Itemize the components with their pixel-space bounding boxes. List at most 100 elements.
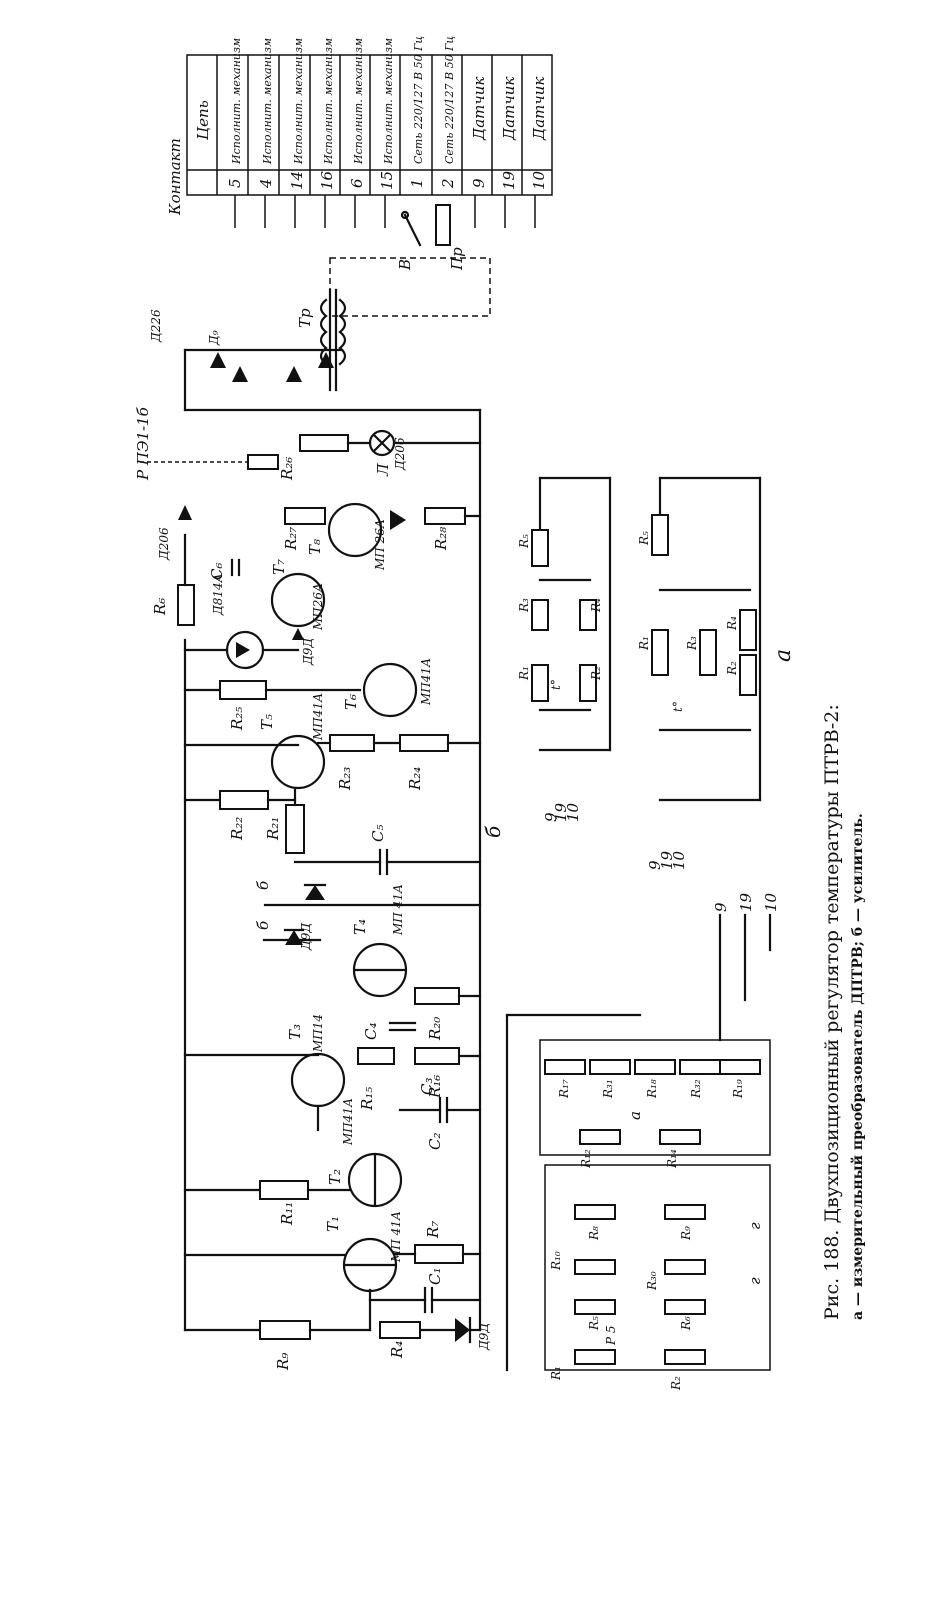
label-t2-type: МП41А <box>341 1098 355 1146</box>
label-converter: а <box>771 649 796 662</box>
label-d5: Д9Д <box>301 638 315 666</box>
resistor-r16 <box>414 1047 460 1065</box>
table-contact-8: 9 <box>470 178 488 188</box>
resistor-r7 <box>414 1244 464 1264</box>
diode-d9 <box>232 366 248 382</box>
label-b1: б <box>254 920 272 930</box>
label-d2: Д9Д <box>299 923 313 951</box>
table-contact-3: 16 <box>318 170 336 190</box>
label-br19: R₁₉ <box>731 1079 745 1099</box>
resistor-r14 <box>659 1129 701 1145</box>
label-br31: R₃₁ <box>601 1079 615 1099</box>
label-relay: Р ПЭ1-1б <box>134 406 152 481</box>
label-s2-9: 9 <box>646 860 664 870</box>
mains-enclosure <box>329 257 491 317</box>
label-t8: T₈ <box>306 539 324 555</box>
label-br32: R₃₂ <box>689 1079 703 1099</box>
table-circuit-4: Исполнит. механизм <box>352 38 365 165</box>
label-r7: R₇ <box>424 1221 442 1239</box>
label-t4: T₄ <box>351 919 369 935</box>
label-br1: R₁ <box>549 1366 563 1381</box>
zener-d4-symbol <box>236 642 250 658</box>
contact-wires <box>234 195 536 228</box>
label-r4: R₄ <box>388 1341 406 1359</box>
label-s1-t: t° <box>549 679 563 690</box>
label-s2-r1: R₁ <box>637 636 651 651</box>
resistor-r11 <box>259 1180 309 1200</box>
label-c4: C₄ <box>362 1023 380 1041</box>
resistor-r22 <box>219 790 269 810</box>
table-circuit-3: Исполнит. механизм <box>322 38 335 165</box>
label-t3-type: МП14 <box>311 1014 325 1053</box>
label-node-a: а <box>626 1111 644 1120</box>
label-t5-type: МП41А <box>311 693 325 741</box>
label-d8: Д226 <box>149 309 163 343</box>
resistor-r31 <box>589 1059 631 1075</box>
resistor-r15 <box>357 1047 395 1065</box>
diode-d5 <box>292 628 304 640</box>
label-r9: R₉ <box>274 1353 292 1371</box>
label-br9: R₉ <box>679 1226 693 1241</box>
label-br14: R₁₄ <box>665 1149 679 1169</box>
table-circuit-9: Датчик <box>500 77 518 141</box>
label-s10: 10 <box>762 892 780 912</box>
label-r27: R₂₇ <box>282 527 300 551</box>
label-br6: R₆ <box>679 1316 693 1331</box>
label-br10: R₁₀ <box>549 1251 563 1271</box>
resistor-r9b <box>664 1204 706 1220</box>
label-r24: R₂₄ <box>406 767 424 791</box>
label-lamp: Л <box>374 463 392 477</box>
label-t5: T₅ <box>258 714 276 730</box>
transistor-t5 <box>270 734 326 790</box>
diode-d1 <box>455 1318 470 1342</box>
label-tr: Тр <box>296 308 314 328</box>
resistor-r4 <box>379 1321 421 1339</box>
label-s19: 19 <box>737 892 755 912</box>
lamp-x2 <box>372 433 392 453</box>
resistor-r9 <box>259 1320 311 1340</box>
resistor-r2b <box>664 1349 706 1365</box>
table-circuit-7: Сеть 220/127 В 50 Гц <box>443 36 456 164</box>
label-d4: Д814А <box>211 573 225 616</box>
diode-d8 <box>210 352 226 368</box>
contact-table <box>186 54 553 196</box>
label-t3: T₃ <box>286 1024 304 1040</box>
label-r20: R₂₀ <box>426 1017 444 1041</box>
label-br5: R₅ <box>587 1316 601 1331</box>
label-c1: C₁ <box>426 1268 444 1286</box>
label-r16: R₁₆ <box>426 1075 444 1099</box>
label-t6-type: МП41А <box>419 658 433 706</box>
resistor-r6 <box>177 584 195 626</box>
label-r11: R₁₁ <box>278 1202 296 1226</box>
diode-d7 <box>390 510 406 530</box>
label-c6: C₆ <box>208 563 226 581</box>
label-s1-r1: R₁ <box>517 666 531 681</box>
table-contact-9: 19 <box>500 170 518 190</box>
label-s2-t: t° <box>671 701 685 712</box>
label-t2: T₂ <box>326 1169 344 1185</box>
diode-d2 <box>285 930 303 945</box>
resistor-r17 <box>544 1059 586 1075</box>
converter-block-1 <box>531 476 612 752</box>
switch-v-pivot <box>400 210 410 220</box>
label-t6: T₆ <box>342 694 360 710</box>
table-contact-7: 2 <box>439 178 457 189</box>
resistor-r25 <box>219 680 267 700</box>
diode-d6 <box>178 505 192 520</box>
table-contact-5: 15 <box>378 171 396 190</box>
label-s1-r3: R₃ <box>517 598 531 613</box>
resistor-r20 <box>414 987 460 1005</box>
label-c5: C₅ <box>369 825 387 843</box>
transistor-t8 <box>327 502 383 558</box>
relay-p-coil <box>247 454 279 470</box>
resistor-r27 <box>284 507 326 525</box>
resistor-r12 <box>579 1129 621 1145</box>
resistor-r10 <box>574 1259 616 1275</box>
table-header-contact: Контакт <box>166 138 184 216</box>
converter-block-2 <box>651 476 762 802</box>
resistor-r21 <box>285 804 305 854</box>
label-s9: 9 <box>712 902 730 912</box>
label-t7-type: МП26А <box>311 583 325 631</box>
bridge-network-lower <box>544 1164 771 1371</box>
